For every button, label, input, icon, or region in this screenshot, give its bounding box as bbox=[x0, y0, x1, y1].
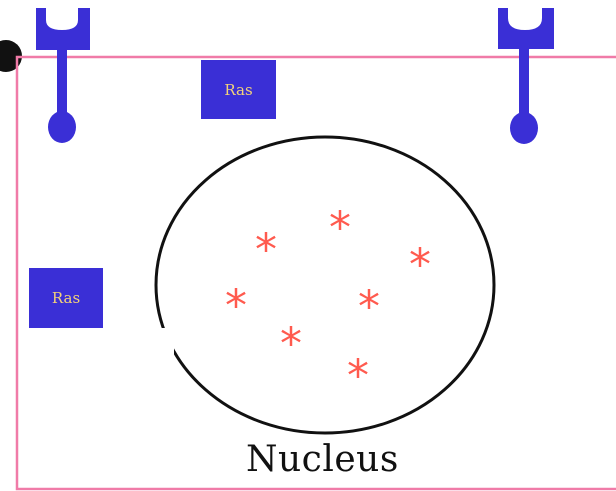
ras-protein: Ras bbox=[29, 268, 103, 328]
transcription-factor-asterisk: * bbox=[329, 202, 351, 254]
transcription-factor-asterisk: * bbox=[409, 239, 431, 291]
transcription-factor-asterisk: * bbox=[280, 318, 302, 370]
transcription-factor-asterisk: * bbox=[358, 281, 380, 333]
nucleus-pore bbox=[152, 328, 174, 362]
receptor-icon bbox=[36, 8, 90, 143]
receptor-icon bbox=[498, 8, 554, 144]
transcription-factor-asterisk: * bbox=[255, 224, 277, 276]
cell-membrane bbox=[15, 55, 616, 491]
ras-protein: Ras bbox=[201, 60, 276, 119]
transcription-factor-asterisk: * bbox=[225, 280, 247, 332]
nucleus-label: Nucleus bbox=[246, 439, 399, 480]
nucleus-outline bbox=[154, 135, 496, 435]
transcription-factor-asterisk: * bbox=[347, 350, 369, 402]
ras-label: Ras bbox=[224, 80, 253, 99]
ras-label: Ras bbox=[51, 289, 81, 307]
